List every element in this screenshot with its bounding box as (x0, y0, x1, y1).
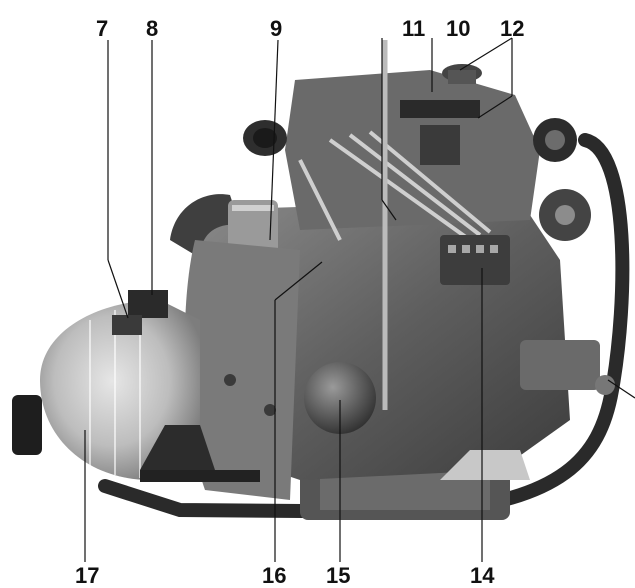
callout-15: 15 (326, 563, 351, 588)
callout-10: 10 (446, 16, 471, 41)
flywheel-housing (184, 240, 300, 500)
callout-9: 9 (270, 16, 283, 41)
callout-12: 12 (500, 16, 525, 41)
control-bracket (128, 290, 168, 318)
callout-8: 8 (146, 16, 159, 41)
engine-mount (440, 450, 530, 480)
callout-7: 7 (96, 16, 109, 41)
raw-water-pump (520, 340, 600, 390)
injection-pipes (298, 130, 492, 242)
oil-filter (304, 362, 376, 434)
injection-pump (440, 235, 510, 285)
callout-16: 16 (262, 563, 287, 588)
callout-14: 14 (470, 563, 495, 588)
callout-11: 11 (402, 16, 426, 41)
fuel-filter (228, 200, 278, 255)
callout-17: 17 (75, 563, 100, 588)
leader-lines (84, 37, 635, 562)
propeller-hub (12, 395, 42, 455)
exhaust-elbow (170, 194, 240, 258)
